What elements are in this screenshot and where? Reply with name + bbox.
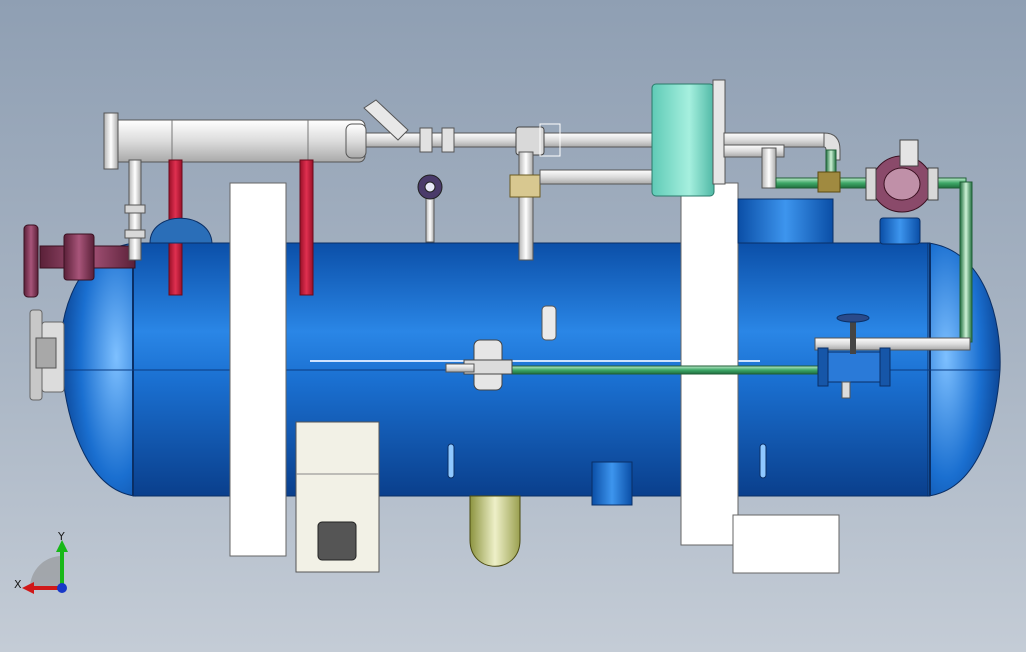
sight-glass-flange[interactable] xyxy=(417,174,443,243)
top-steam-pipe[interactable] xyxy=(363,99,657,153)
left-nozzle-upper[interactable] xyxy=(23,224,136,298)
exchanger-drain-pipe[interactable] xyxy=(124,159,146,261)
x-axis-label: X xyxy=(14,578,22,591)
saddle-support-right xyxy=(680,182,739,546)
level-indicator-right xyxy=(759,443,767,479)
saddle-support-left xyxy=(229,182,287,557)
vent-fitting[interactable] xyxy=(541,305,557,341)
red-support-bracket-right xyxy=(299,159,314,296)
left-nozzle-lower[interactable] xyxy=(29,309,65,401)
blue-tank-block xyxy=(737,198,834,244)
sump-boot[interactable] xyxy=(469,495,521,567)
circulation-pump[interactable] xyxy=(865,139,939,213)
level-indicator-left xyxy=(447,443,455,479)
control-panel[interactable] xyxy=(295,421,380,573)
teal-control-box[interactable] xyxy=(651,79,726,197)
top-valve-assembly[interactable] xyxy=(509,123,661,261)
brass-valve[interactable] xyxy=(817,171,841,193)
coordinate-triad: X Y xyxy=(14,530,68,594)
y-axis-label: Y xyxy=(57,530,65,543)
z-axis-dot xyxy=(57,583,67,593)
bottom-drain-nozzle[interactable] xyxy=(591,461,633,506)
panel-display[interactable] xyxy=(317,521,357,561)
handwheel-icon[interactable] xyxy=(836,313,870,323)
gate-valve-right[interactable] xyxy=(817,313,891,399)
blue-nozzle-top-right xyxy=(879,217,921,245)
steam-trap[interactable] xyxy=(445,339,513,391)
heat-exchanger[interactable] xyxy=(103,112,367,170)
base-plate-right xyxy=(732,514,840,574)
small-dome xyxy=(149,217,213,244)
